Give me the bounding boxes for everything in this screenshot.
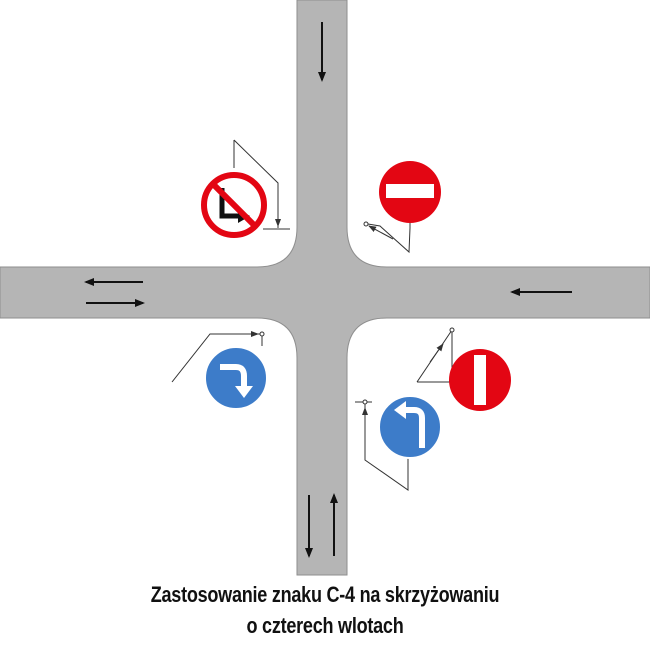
no-entry-variant-sign	[449, 349, 511, 411]
vertical-bar-icon	[474, 355, 486, 405]
caption-line-1: Zastosowanie znaku C-4 na skrzyżowaniu	[150, 582, 500, 607]
no-right-turn-sign	[201, 172, 267, 238]
turn-right-down-arrow-icon	[220, 364, 247, 388]
lane-arrows	[84, 22, 572, 558]
no-entry-bar-icon	[386, 184, 434, 198]
turn-right-mandatory-sign	[204, 346, 268, 410]
caption-line-2: o czterech wlotach	[246, 613, 404, 638]
no-entry-sign	[379, 161, 441, 223]
sign-leader-lines	[171, 139, 455, 491]
turn-left-mandatory-sign	[378, 395, 442, 459]
road-network	[0, 0, 650, 576]
turn-right-arrow-icon	[219, 188, 240, 219]
turn-left-up-arrow-icon	[404, 407, 425, 448]
road-surface	[0, 0, 650, 576]
